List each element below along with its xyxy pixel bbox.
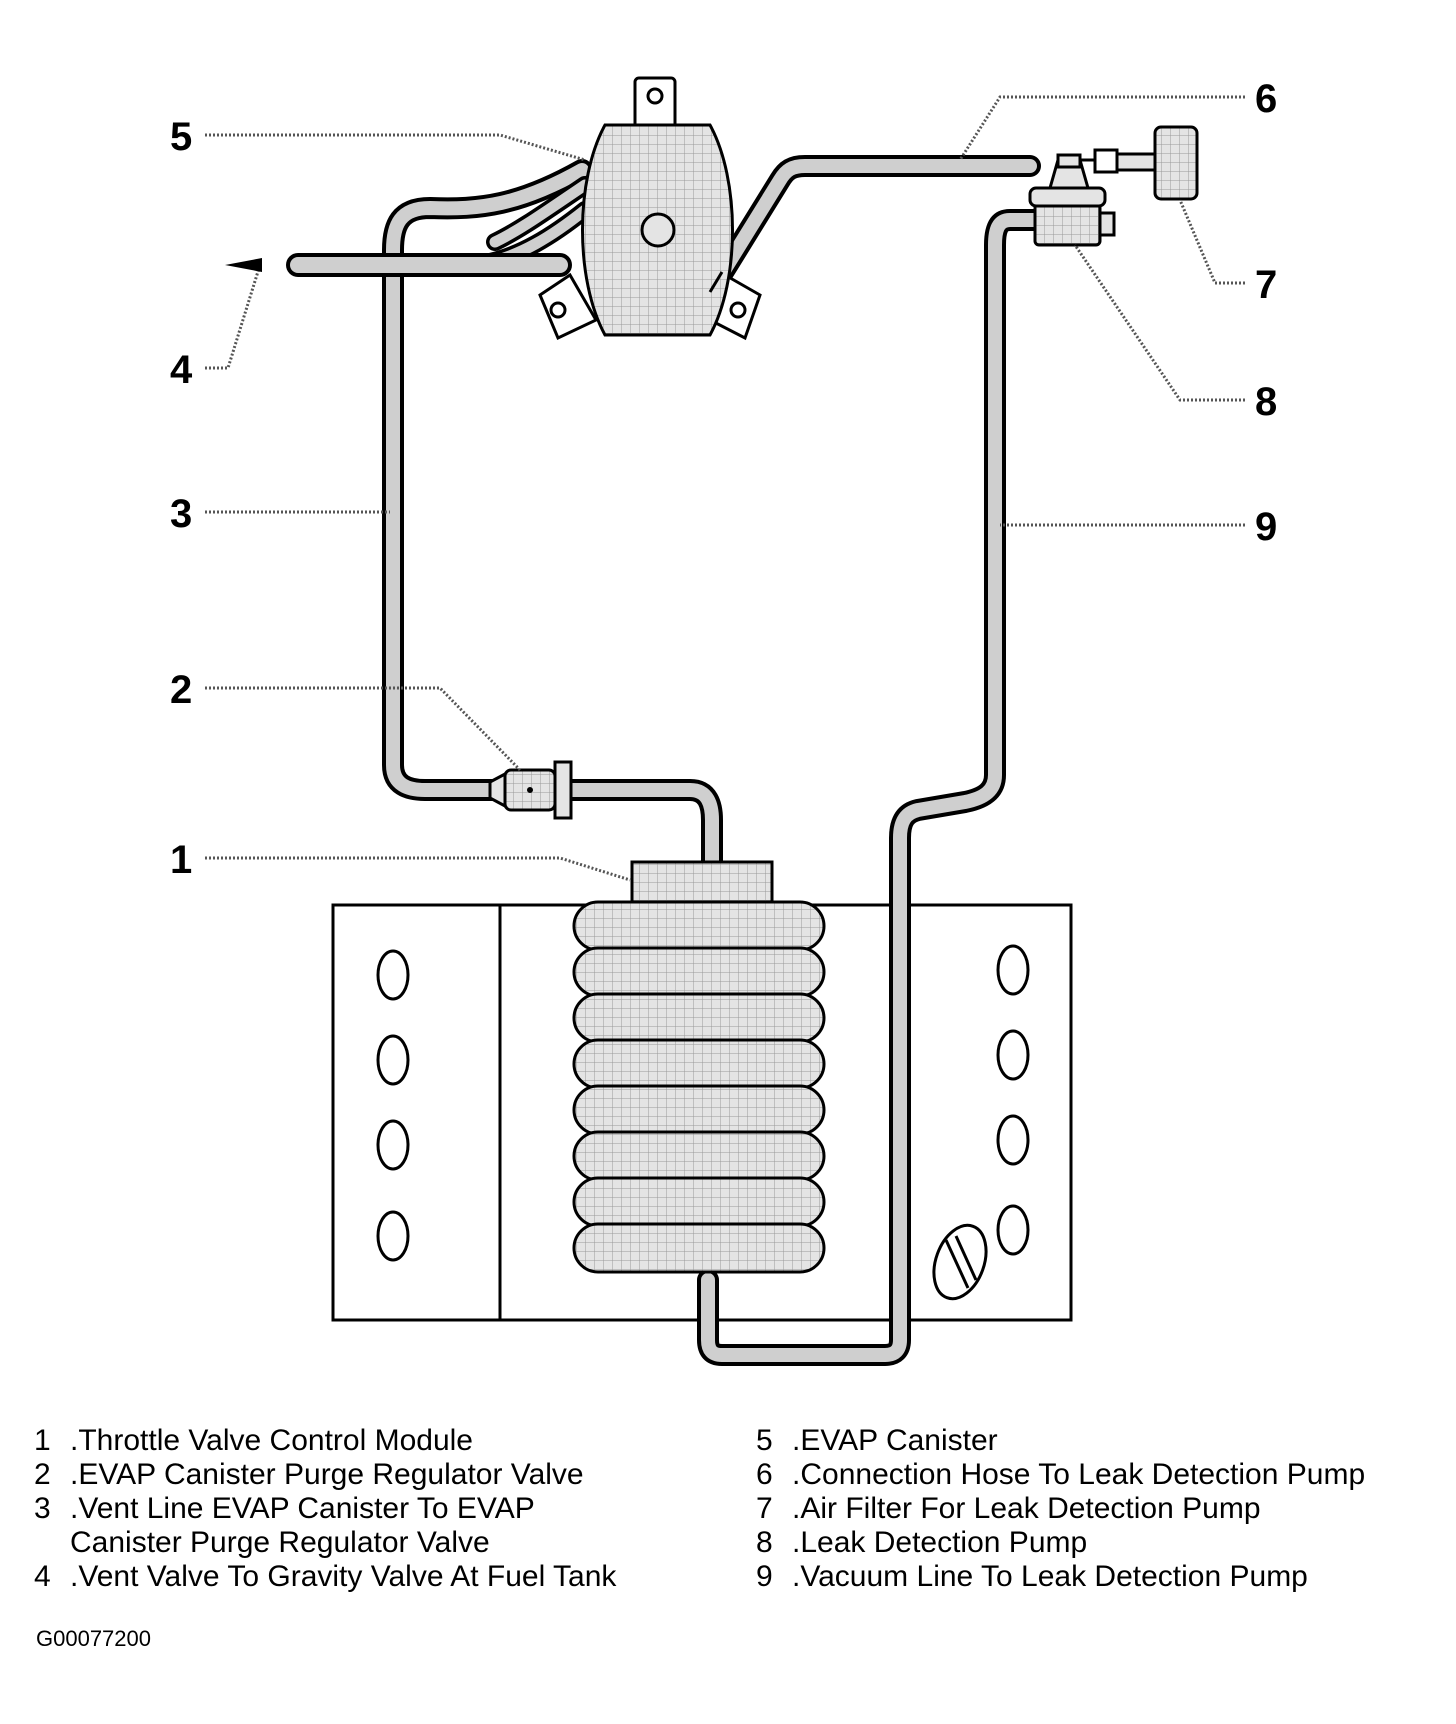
- callout-8: 8: [1255, 380, 1277, 424]
- vent-valve-arrow: [225, 258, 262, 272]
- legend-label: Air Filter For Leak Detection Pump: [800, 1492, 1261, 1525]
- legend-number: 3: [34, 1492, 51, 1525]
- legend-item-7: 7.Air Filter For Leak Detection Pump: [756, 1492, 1261, 1525]
- callout-5: 5: [170, 115, 192, 159]
- vent-line-hose: [382, 159, 593, 801]
- callout-7: 7: [1255, 263, 1277, 307]
- callout-3: 3: [170, 492, 192, 536]
- legend-number: 7: [756, 1492, 773, 1525]
- callout-4: 4: [170, 348, 193, 392]
- callout-6: 6: [1255, 77, 1277, 121]
- legend-item-3-continued: Canister Purge Regulator Valve: [70, 1526, 490, 1559]
- hoses: [286, 155, 1051, 1366]
- legend-label: EVAP Canister: [800, 1424, 998, 1457]
- legend-number: 8: [756, 1526, 773, 1559]
- callout-1: 1: [170, 838, 192, 882]
- legend-number: 2: [34, 1458, 51, 1491]
- legend-number: 1: [34, 1424, 51, 1457]
- leader-lines: [205, 95, 1245, 882]
- legend-left: 1.Throttle Valve Control Module 2.EVAP C…: [34, 1424, 616, 1594]
- air-filter: [1153, 125, 1199, 201]
- connection-hose-to-leak-detection-pump: [701, 155, 1041, 301]
- callout-2: 2: [170, 668, 192, 712]
- leak-detection-pump: [1028, 148, 1159, 247]
- legend-item-6: 6.Connection Hose To Leak Detection Pump: [756, 1458, 1366, 1491]
- legend-item-2: 2.EVAP Canister Purge Regulator Valve: [34, 1458, 584, 1491]
- callout-9: 9: [1255, 505, 1277, 549]
- legend-item-5: 5.EVAP Canister: [756, 1424, 998, 1457]
- figure-code: G00077200: [36, 1626, 151, 1651]
- legend-item-3: 3.Vent Line EVAP Canister To EVAP: [34, 1492, 535, 1525]
- legend-right: 5.EVAP Canister 6.Connection Hose To Lea…: [756, 1424, 1365, 1594]
- legend-label: Leak Detection Pump: [800, 1526, 1088, 1559]
- legend-label: EVAP Canister Purge Regulator Valve: [78, 1458, 584, 1491]
- legend-item-1: 1.Throttle Valve Control Module: [34, 1424, 473, 1457]
- throttle-valve-control-module: [572, 860, 826, 1274]
- oil-filler-cap: [932, 1223, 988, 1301]
- legend-label: Vent Line EVAP Canister To EVAP: [78, 1492, 535, 1525]
- legend-item-9: 9.Vacuum Line To Leak Detection Pump: [756, 1560, 1308, 1593]
- purge-to-throttle-hose: [554, 779, 723, 876]
- legend-number: 4: [34, 1560, 51, 1593]
- legend-item-8: 8.Leak Detection Pump: [756, 1526, 1088, 1559]
- legend-label: Vacuum Line To Leak Detection Pump: [800, 1560, 1308, 1593]
- intake-bellows: [572, 900, 826, 1274]
- evap-system-diagram: 1 2 3 4 5 6 7 8 9: [170, 76, 1277, 1366]
- legend-number: 6: [756, 1458, 773, 1491]
- vacuum-line-hose: [697, 209, 1051, 1366]
- legend-number: 5: [756, 1424, 773, 1457]
- legend-label: Throttle Valve Control Module: [78, 1424, 473, 1457]
- legend-number: 9: [756, 1560, 773, 1593]
- legend-label: Connection Hose To Leak Detection Pump: [800, 1458, 1366, 1491]
- evap-canister-purge-regulator-valve: [488, 760, 573, 820]
- legend-item-4: 4.Vent Valve To Gravity Valve At Fuel Ta…: [34, 1560, 617, 1593]
- legend-label: Vent Valve To Gravity Valve At Fuel Tank: [78, 1560, 617, 1593]
- callout-numbers: 1 2 3 4 5 6 7 8 9: [170, 77, 1277, 882]
- evap-canister: [538, 76, 762, 341]
